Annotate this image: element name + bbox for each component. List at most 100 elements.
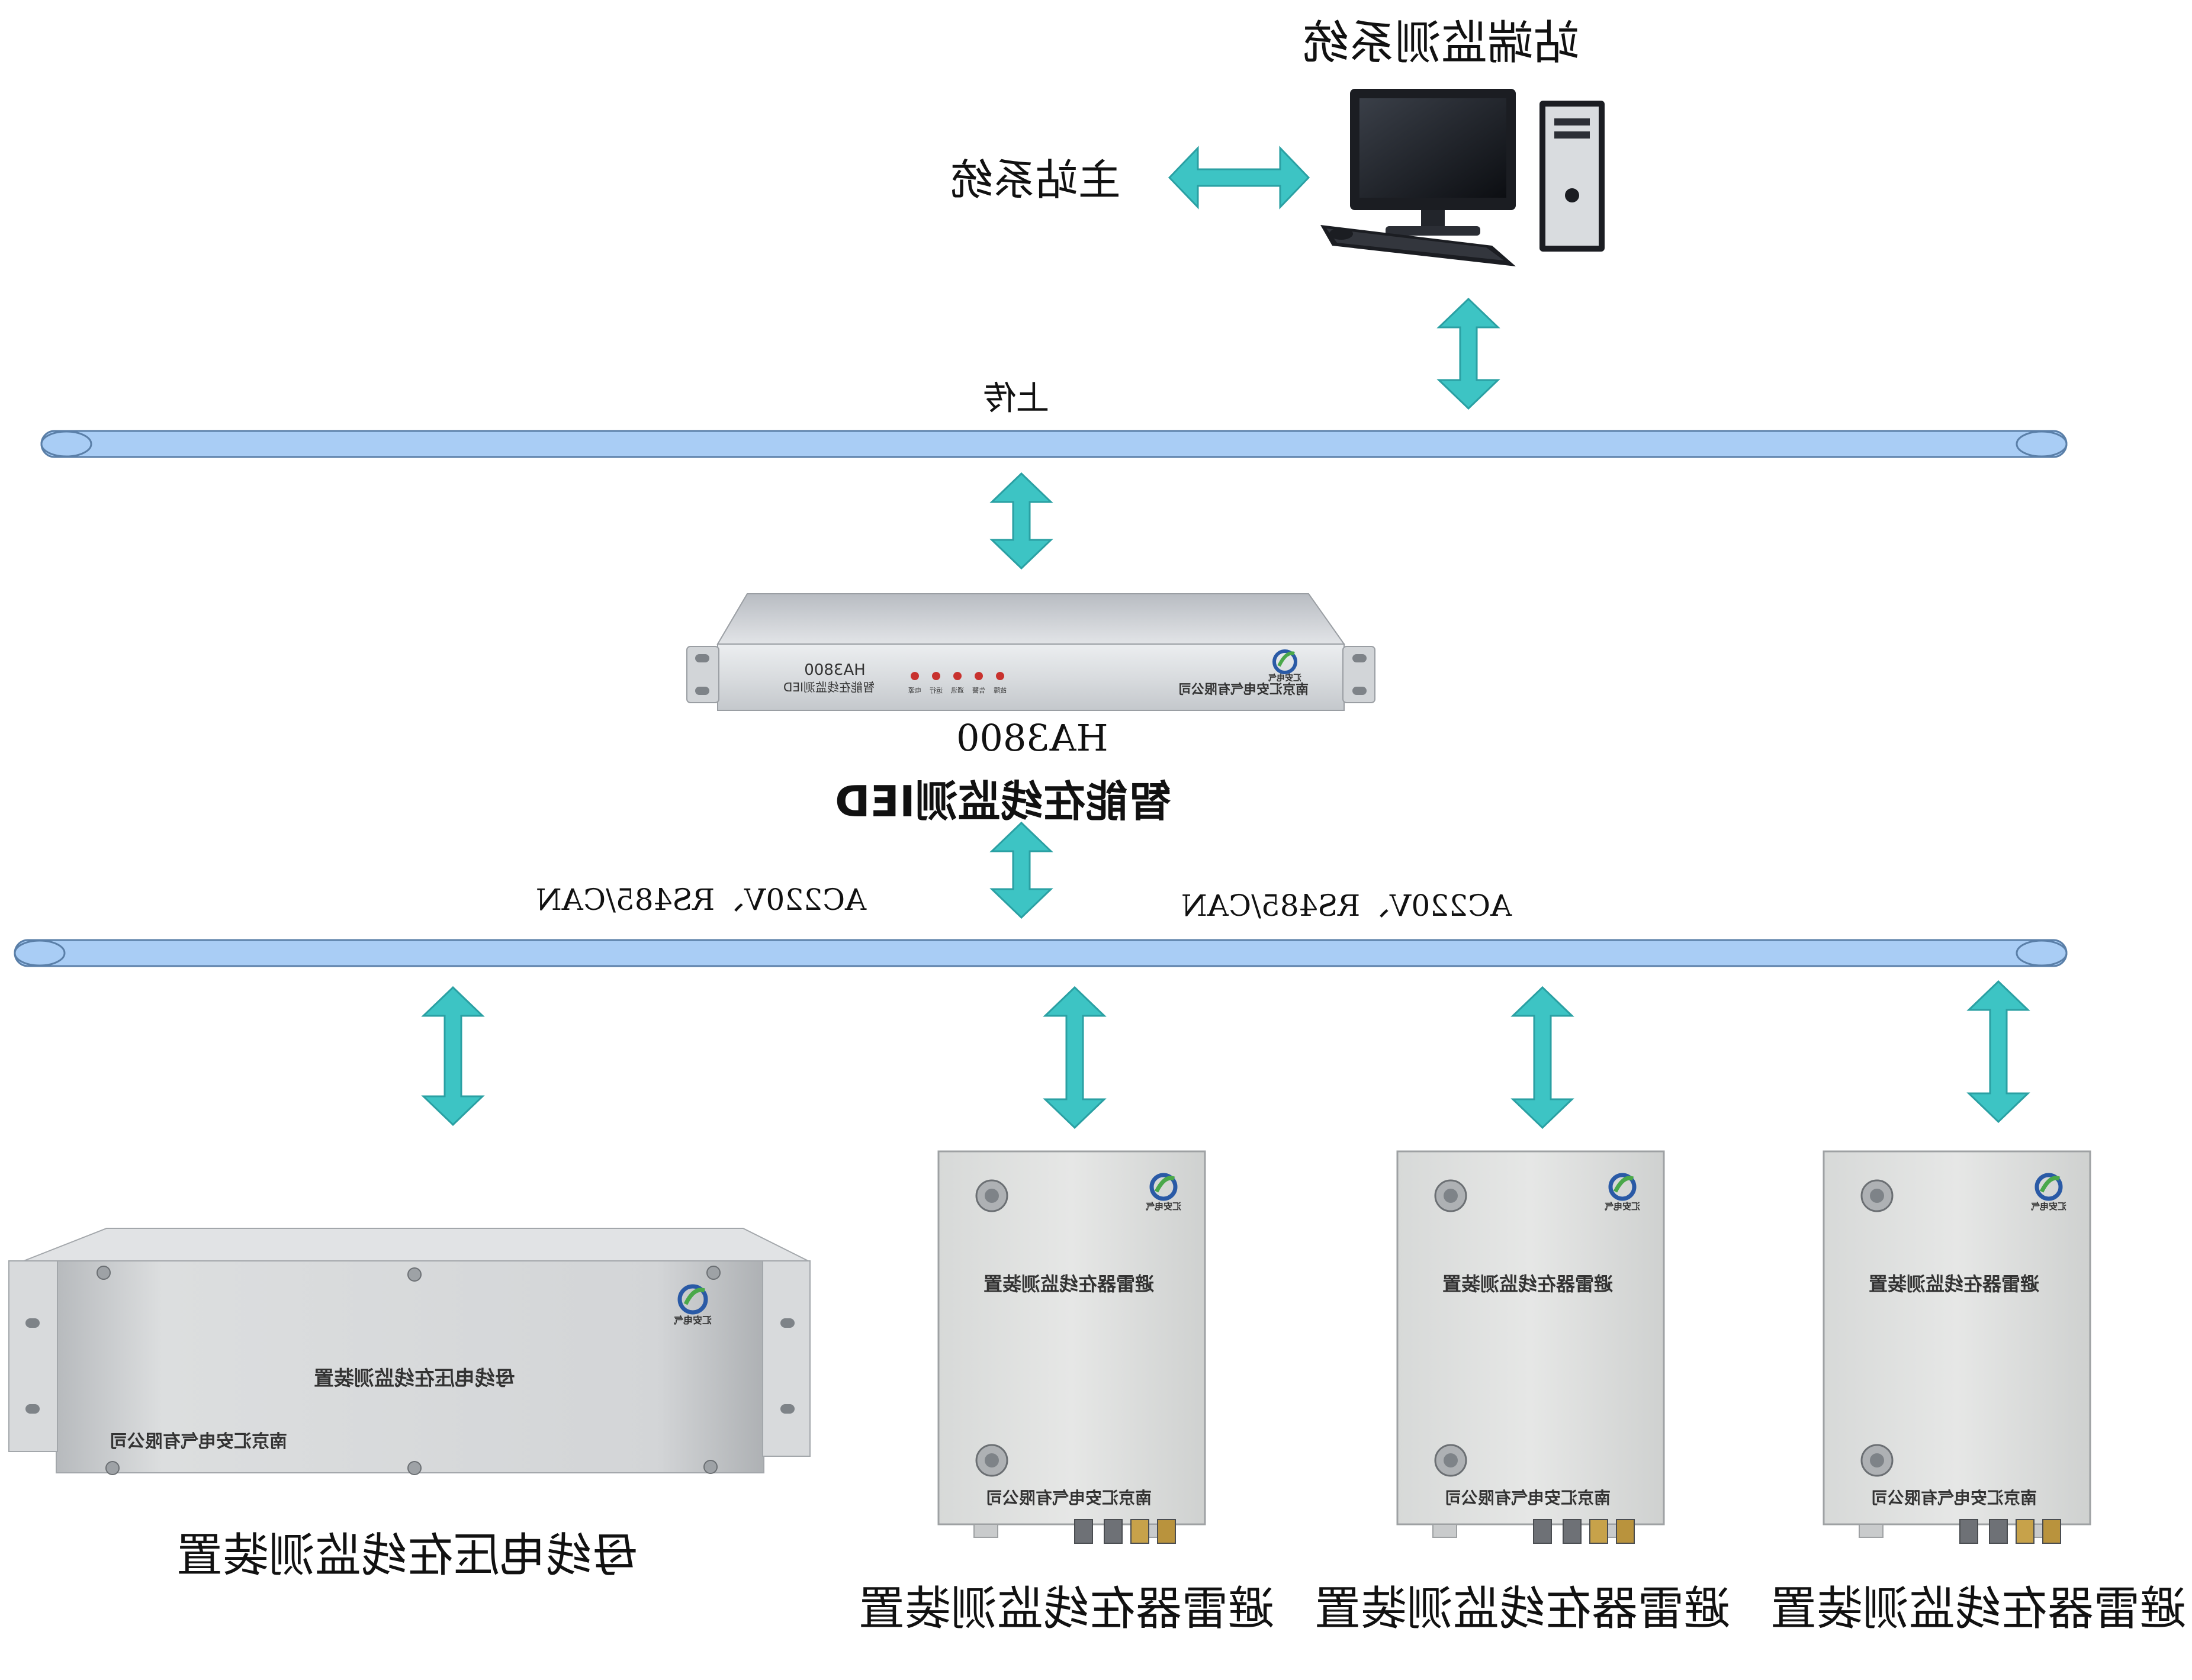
drive-bay	[1554, 118, 1590, 125]
rack-hole	[1352, 654, 1367, 662]
cable-connector-icon	[1989, 1519, 2008, 1544]
logo-ring	[1608, 1173, 1637, 1201]
ied-top	[716, 593, 1345, 645]
box-panel-title: 避雷器在线监测装置	[1442, 1273, 1613, 1295]
status-led-icon	[953, 672, 962, 680]
arrester-device-title: 避雷器在线监测装置	[1770, 1582, 2187, 1636]
double-arrow-icon	[421, 986, 485, 1127]
status-led-label: 电源	[908, 686, 921, 694]
upload-bus-end	[40, 430, 92, 458]
logo-icon: 汇安电气	[1605, 1173, 1640, 1212]
upload-bus-label: 上传	[983, 379, 1049, 418]
bus-voltage-device: 母线电压在线监测装置 南京汇安电气有限公司 汇安电气	[8, 1228, 811, 1475]
rack-hole	[25, 1404, 40, 1414]
status-led-label: 通讯	[951, 687, 964, 694]
logo-ring	[2034, 1173, 2063, 1201]
rack-ear-left	[762, 1260, 811, 1457]
screw-icon	[97, 1266, 111, 1280]
lock-core	[1870, 1453, 1884, 1467]
field-bus	[14, 939, 2068, 967]
cable-connector-icon	[1589, 1519, 1608, 1544]
arrester-device-title: 避雷器在线监测装置	[1314, 1582, 1731, 1636]
box-panel-title: 避雷器在线监测装置	[1869, 1273, 2039, 1295]
logo-text: 汇安电气	[674, 1315, 712, 1326]
mount-tab	[1432, 1524, 1457, 1538]
rack-ear-right	[8, 1260, 58, 1452]
rack-ear-right	[1342, 646, 1375, 703]
cable-connector-icon	[1157, 1519, 1176, 1544]
screw-icon	[703, 1460, 718, 1474]
double-arrow-icon	[1966, 980, 2030, 1124]
bus-voltage-device-title: 母线电压在线监测装置	[176, 1529, 639, 1582]
lock-core	[985, 1453, 999, 1467]
cable-connector-icon	[1616, 1519, 1635, 1544]
computer-icon	[1320, 89, 1605, 266]
box-panel-title: 避雷器在线监测装置	[983, 1273, 1154, 1295]
master-system-title: 主站系统	[950, 155, 1121, 205]
upload-bus-end	[2016, 430, 2068, 458]
double-arrow-icon	[1510, 986, 1574, 1129]
rack-hole	[1352, 687, 1367, 695]
status-led-label: 告警	[972, 686, 985, 694]
rack-panel-title: 母线电压在线监测装置	[314, 1367, 515, 1391]
upload-bus	[40, 430, 2068, 458]
double-arrow-icon	[1168, 146, 1310, 210]
screw-icon	[407, 1461, 422, 1475]
monitor-stand	[1386, 226, 1480, 236]
double-arrow-icon	[989, 821, 1053, 919]
screw-icon	[706, 1266, 721, 1280]
drive-bay	[1554, 131, 1590, 139]
led-panel: 电源运行通讯告警故障	[908, 672, 1007, 694]
status-led-icon	[911, 672, 919, 680]
status-led-label: 运行	[930, 687, 943, 694]
cable-connector-icon	[1533, 1519, 1552, 1544]
upload-bus-pipe	[40, 430, 2068, 458]
rack-hole	[780, 1404, 795, 1414]
logo-leaf	[1613, 1176, 1634, 1193]
cable-connector-icon	[1130, 1519, 1149, 1544]
rack-front	[56, 1260, 764, 1473]
mouse	[1329, 228, 1353, 240]
rack-panel-company: 南京汇安电气有限公司	[110, 1431, 287, 1452]
keyboard-keys	[1326, 228, 1504, 260]
monitor-screen	[1359, 98, 1506, 198]
logo-icon: 汇安电气	[674, 1284, 712, 1326]
cable-connector-icon	[1959, 1519, 1978, 1544]
screw-icon	[105, 1461, 120, 1475]
double-arrow-icon	[1043, 986, 1107, 1129]
field-bus-label-left: AC220V、RS485/CAN	[536, 883, 867, 917]
logo-text: 汇安电气	[2031, 1201, 2066, 1212]
logo-leaf	[683, 1288, 706, 1305]
screw-icon	[407, 1267, 422, 1282]
ied-device: 电源运行通讯告警故障 HA3800 智能在线监测IED 南京汇安电气有限公司 汇…	[686, 593, 1375, 711]
lock-core	[1444, 1453, 1458, 1467]
field-bus-label-right: AC220V、RS485/CAN	[1181, 889, 1512, 923]
box-panel-company: 南京汇安电气有限公司	[1871, 1488, 2037, 1508]
ied-title: 智能在线监测IED	[835, 777, 1171, 826]
lock-core	[985, 1189, 999, 1203]
status-led-icon	[996, 672, 1004, 680]
box-panel-company: 南京汇安电气有限公司	[986, 1488, 1152, 1508]
mount-tab	[1859, 1524, 1884, 1538]
logo-leaf	[2039, 1176, 2061, 1193]
logo-ring	[1272, 649, 1297, 674]
monitor-neck	[1421, 210, 1445, 228]
status-led-icon	[975, 672, 983, 680]
cable-connector-icon	[1104, 1519, 1123, 1544]
double-arrow-icon	[989, 472, 1053, 570]
cable-connector-icon	[2042, 1519, 2061, 1544]
station-system-title: 站端监测系统	[1303, 17, 1580, 70]
ied-front	[717, 643, 1345, 711]
status-led-icon	[932, 672, 940, 680]
computer-tower-front	[1545, 107, 1599, 246]
field-bus-end	[2016, 939, 2068, 967]
logo-text: 汇安电气	[1146, 1201, 1181, 1212]
cable-connector-icon	[1074, 1519, 1093, 1544]
logo-text: 汇安电气	[1605, 1201, 1640, 1212]
rack-hole	[25, 1318, 40, 1328]
field-bus-end	[14, 939, 66, 967]
power-button-icon	[1565, 188, 1579, 202]
logo-ring	[677, 1284, 708, 1315]
